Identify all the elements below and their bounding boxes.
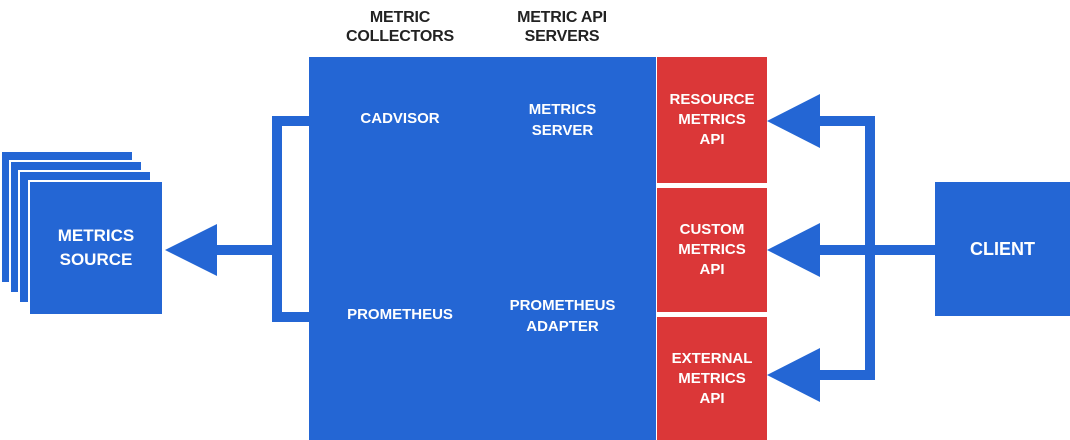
metrics-server-label: METRICS SERVER: [528, 101, 597, 139]
collector-bracket-vertical: [272, 116, 282, 322]
custom-metrics-api-box: CUSTOM METRICS API: [657, 188, 767, 312]
external-metrics-api-label: EXTERNAL METRICS API: [671, 349, 753, 407]
resource-arrow-shaft: [815, 116, 875, 126]
client-connector: [865, 245, 935, 255]
collector-bracket-top: [272, 116, 310, 126]
prometheus-label: PROMETHEUS: [347, 306, 453, 323]
metrics-source-label: METRICS SOURCE: [57, 226, 135, 269]
resource-arrowhead: [767, 94, 820, 148]
metric-api-servers-header: METRIC API SERVERS: [517, 9, 607, 45]
resource-metrics-api-box: RESOURCE METRICS API: [657, 57, 767, 183]
source-arrowhead: [165, 224, 217, 276]
custom-arrow-shaft: [815, 245, 875, 255]
external-metrics-api-box: EXTERNAL METRICS API: [657, 317, 767, 440]
custom-metrics-api-label: CUSTOM METRICS API: [678, 221, 746, 278]
external-arrow-shaft: [815, 370, 875, 380]
source-arrow-shaft: [210, 245, 282, 255]
collector-bracket-bottom: [272, 312, 310, 322]
custom-arrowhead: [767, 223, 820, 277]
external-arrowhead: [767, 348, 820, 402]
client-box: CLIENT: [935, 182, 1070, 316]
resource-metrics-api-label: RESOURCE METRICS API: [669, 91, 755, 148]
metrics-source-box: METRICS SOURCE: [28, 180, 164, 316]
metric-collectors-header: METRIC COLLECTORS: [346, 9, 454, 45]
client-label: CLIENT: [970, 238, 1035, 259]
metrics-pipeline-block: [309, 57, 656, 440]
prometheus-adapter-label: PROMETHEUS ADAPTER: [509, 297, 616, 335]
cadvisor-label: CADVISOR: [360, 110, 440, 127]
